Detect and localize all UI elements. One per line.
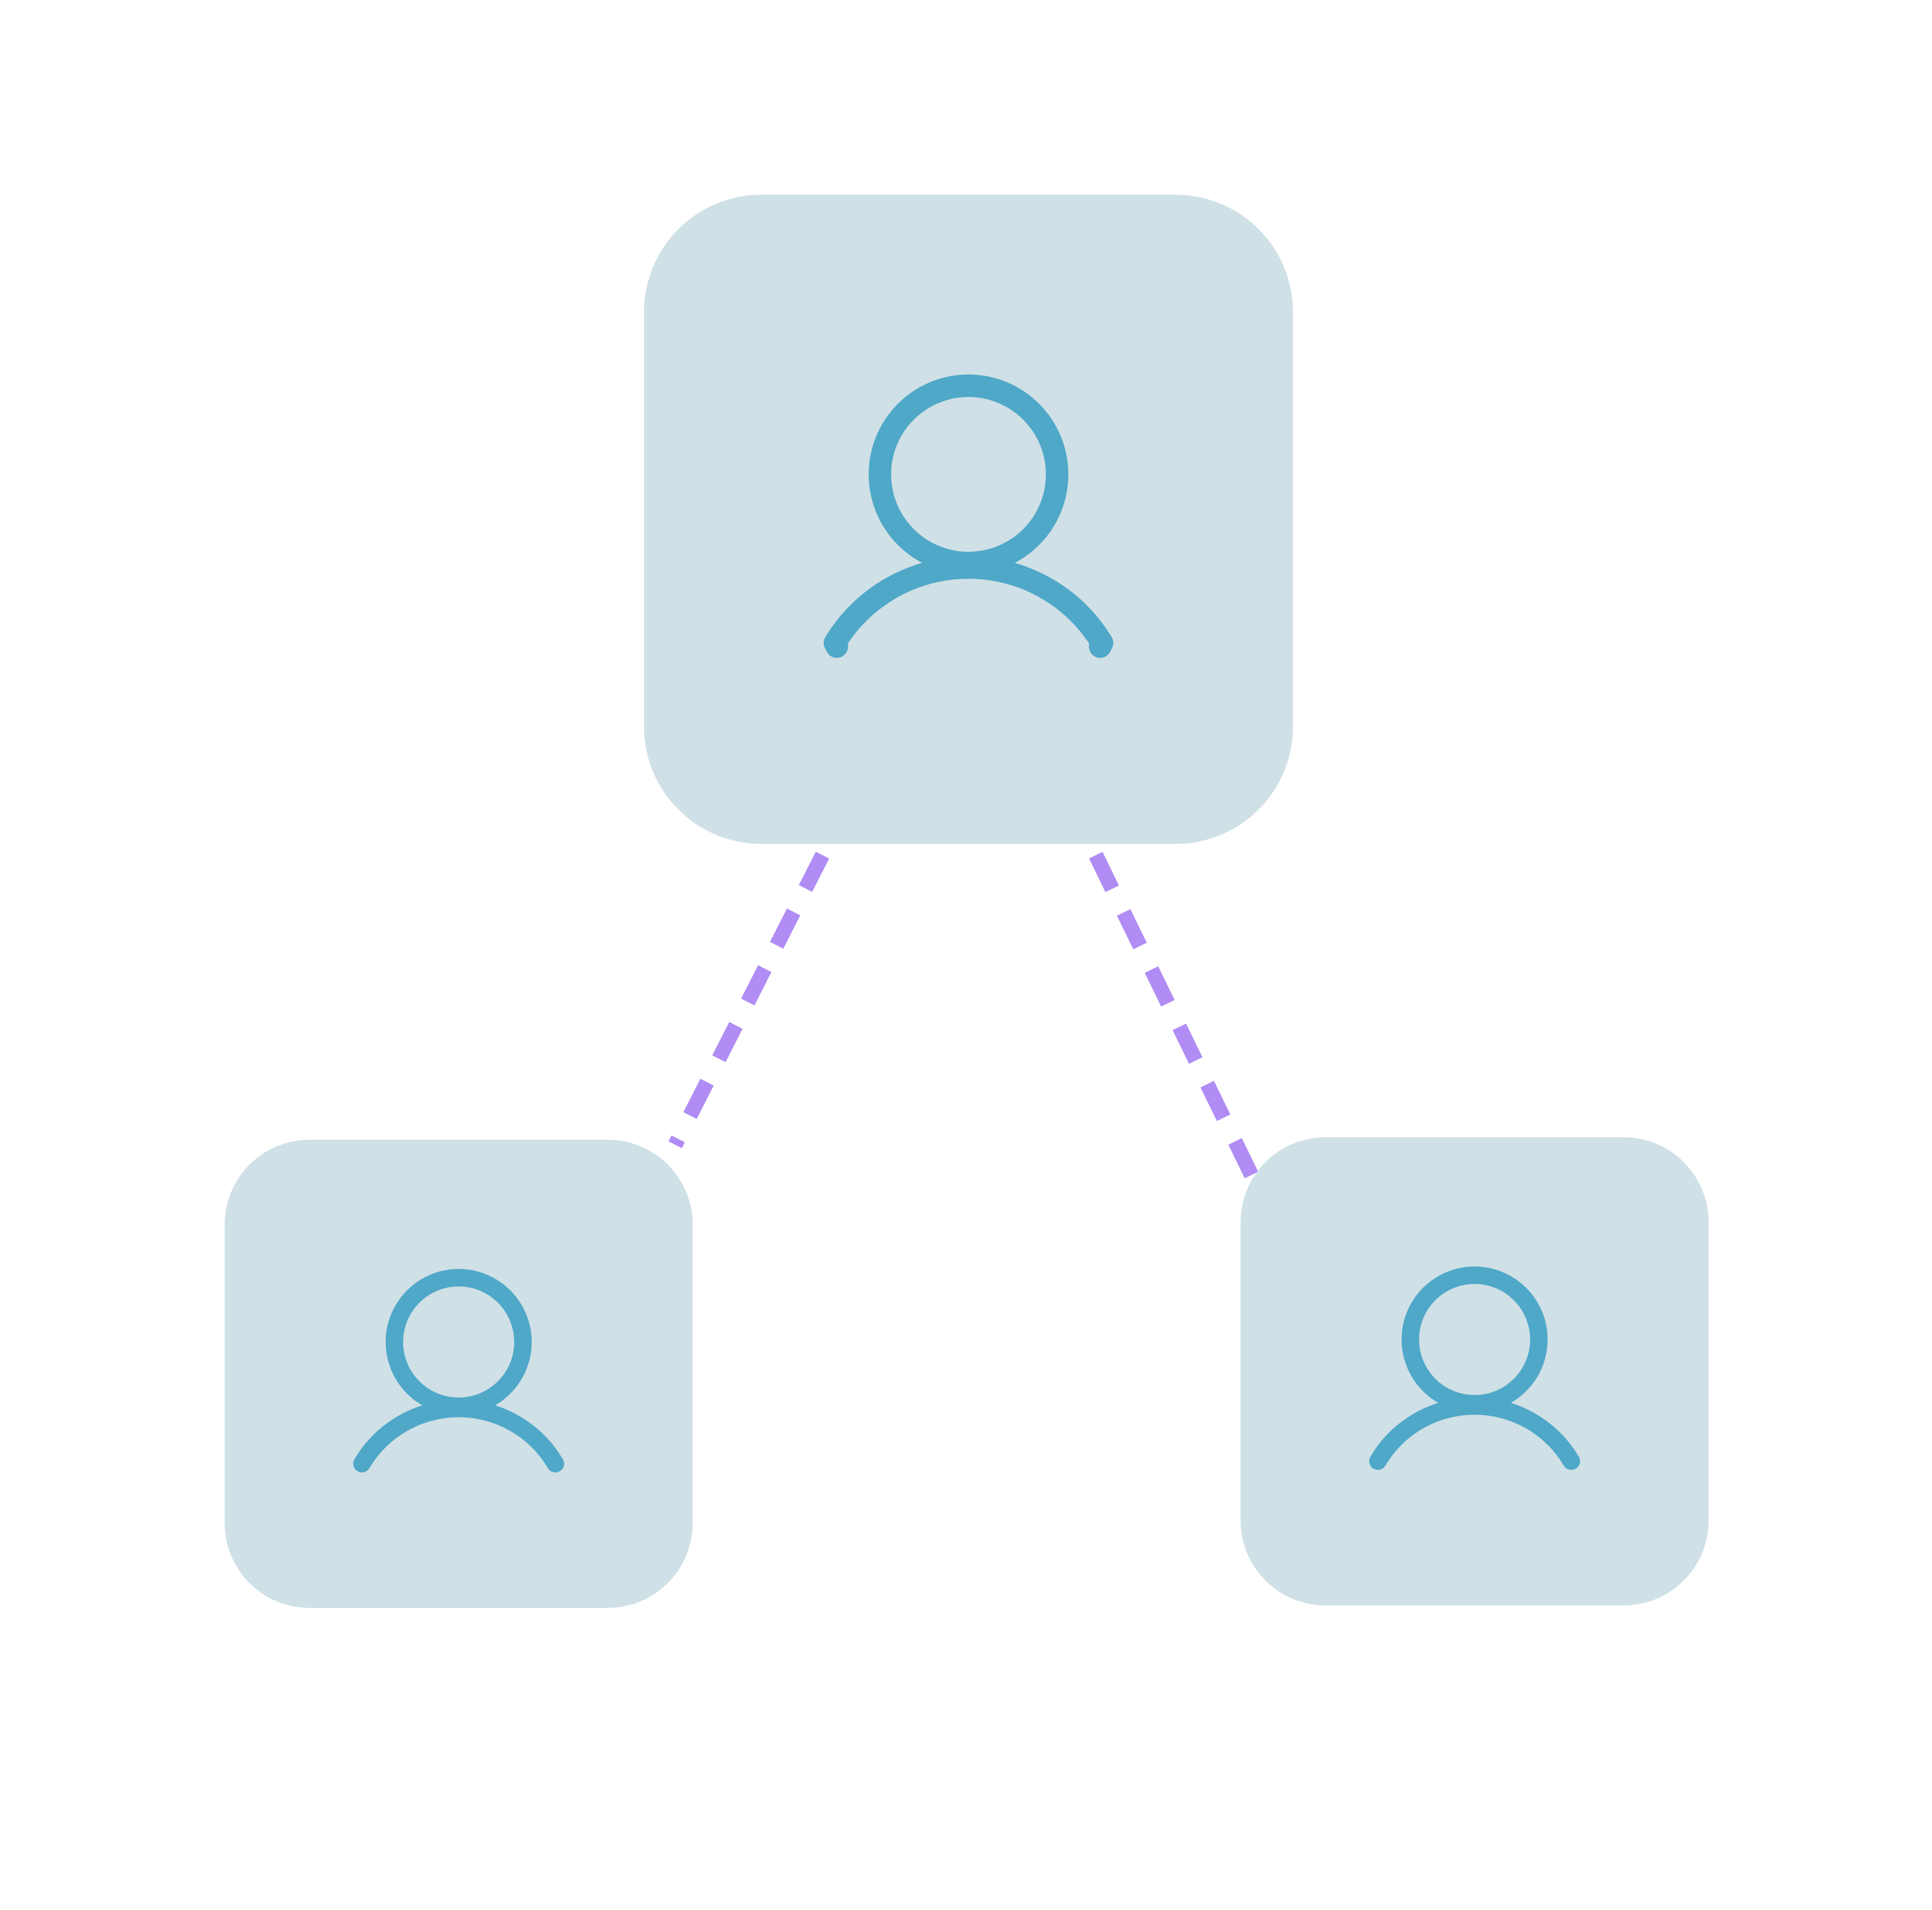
user-icon [1369, 1266, 1580, 1470]
node-bottom-left-box [225, 1140, 693, 1608]
connectors [668, 851, 1262, 1187]
node-bottom-right-box [1241, 1137, 1709, 1605]
user-icon [824, 375, 1113, 658]
node-top-box [644, 195, 1293, 844]
user-icon [353, 1269, 564, 1472]
connector-top-to-bottom-right [1089, 851, 1262, 1187]
connector-top-to-bottom-left [668, 851, 829, 1148]
node-bottom-right [1241, 1137, 1709, 1605]
node-bottom-left [225, 1140, 693, 1608]
node-top [644, 195, 1293, 844]
